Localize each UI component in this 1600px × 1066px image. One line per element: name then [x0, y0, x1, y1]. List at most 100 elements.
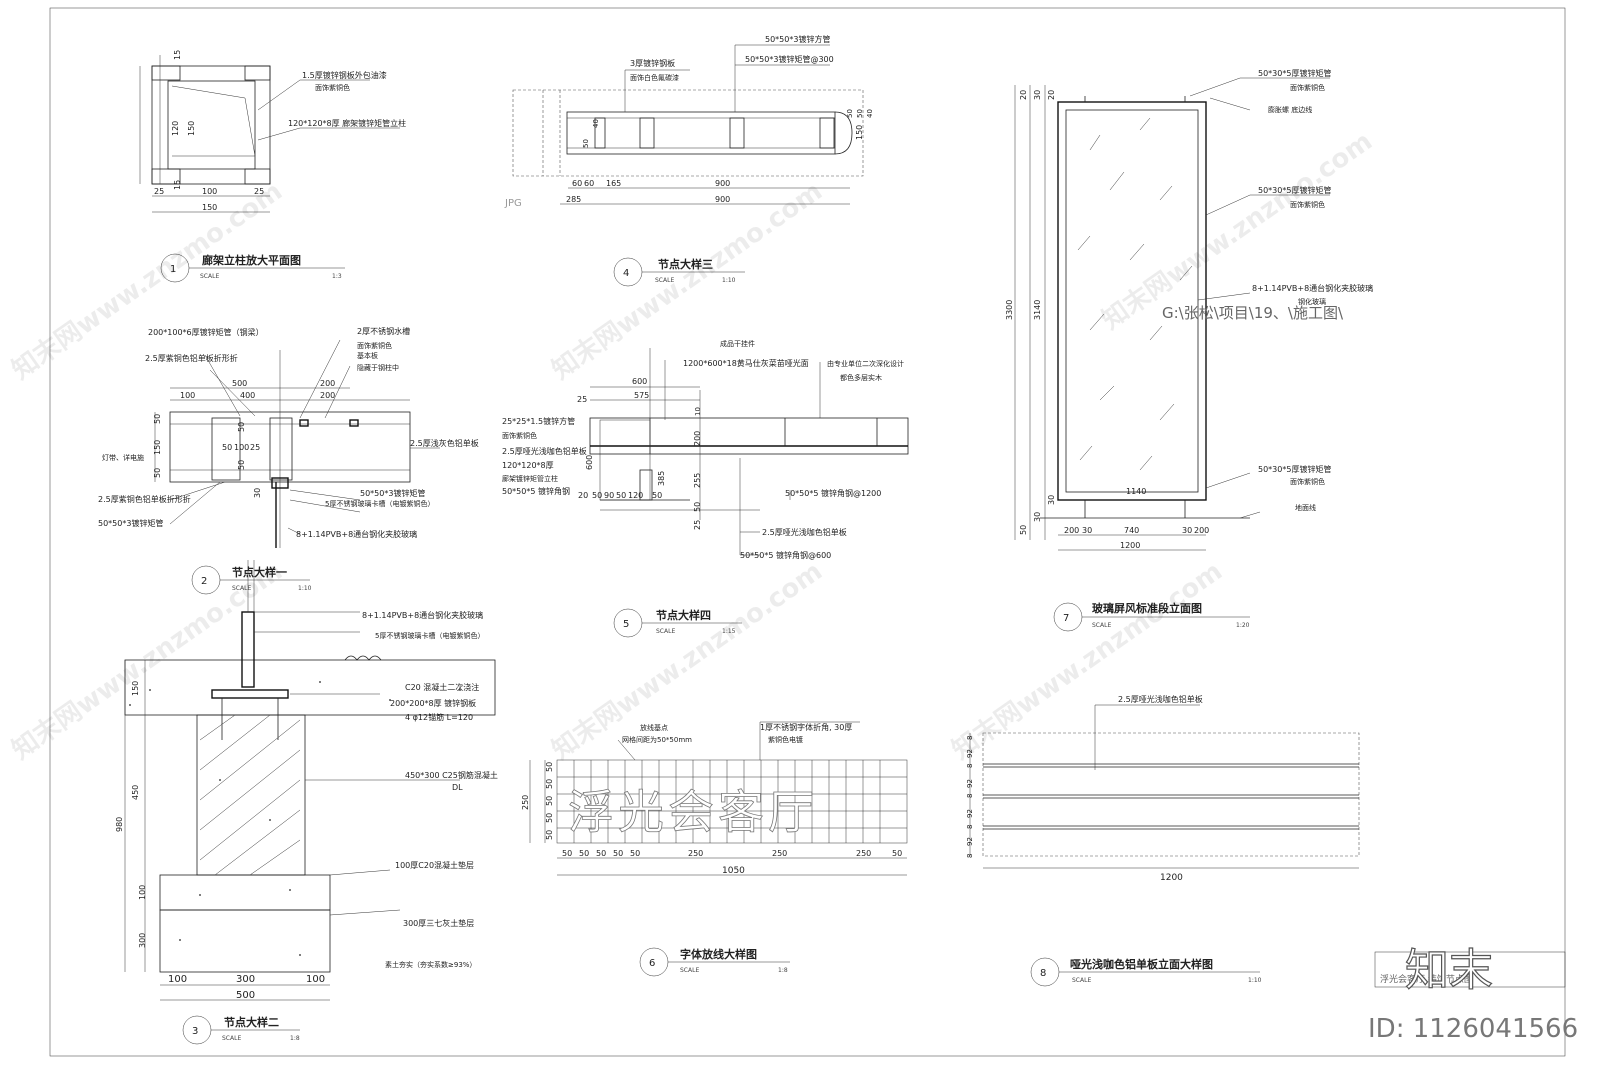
- d3-note-1: 5厚不锈钢玻璃卡槽（电镀紫铜色）: [375, 631, 484, 640]
- d8-dim-v3: 92: [966, 779, 974, 788]
- d4-dim-10: 40: [866, 109, 874, 118]
- d3-dim-v4: 300: [138, 933, 147, 948]
- d3-note-2: C20 混凝土二次浇注: [405, 682, 479, 692]
- d3-dim-v0: 150: [131, 681, 140, 696]
- d5-scale: 1:15: [722, 628, 736, 635]
- d6-note-0: 放线基点: [640, 723, 668, 732]
- d5-dim-1: 575: [634, 391, 649, 400]
- d5-dim-8: 25: [693, 520, 702, 530]
- d3-note-5: 450*300 C25钢筋混凝土: [405, 770, 498, 780]
- d8-dim-v5: 92: [966, 809, 974, 818]
- d5-dim-12: 90: [604, 491, 614, 500]
- d5-dim-6: 255: [693, 473, 702, 488]
- d7-dim-v2: 20: [1047, 90, 1056, 100]
- d7-dim-h1: 30: [1082, 526, 1092, 535]
- d7-dim-h2: 740: [1124, 526, 1139, 535]
- d2-note-5: 隐藏于钢柱中: [357, 363, 399, 372]
- d6-dim-h9: 1050: [722, 866, 745, 876]
- d2-note-12: 8+1.14PVB+8通台钢化夹胶玻璃: [296, 529, 417, 539]
- d6-dim-v0: 50: [545, 762, 554, 772]
- d2-dim-13: 30: [253, 488, 262, 498]
- title-block: 浮光会客厅 装饰节点图: [1374, 951, 1566, 988]
- d2-dim-5: 50: [153, 414, 162, 424]
- d3-dim-h0: 100: [168, 974, 187, 985]
- d6-note-3: 紫铜色电镀: [768, 735, 803, 744]
- d3-note-4: 4 φ12锚筋 L=120: [405, 712, 473, 722]
- d1-title: 廊架立柱放大平面图: [202, 253, 301, 267]
- d8-dim-v1: 92: [966, 749, 974, 758]
- d6-dim-v5: 250: [521, 795, 530, 810]
- d8-note-0: 2.5厚哑光浅咖色铝单板: [1118, 694, 1203, 704]
- d4-dim-7: 40: [592, 119, 600, 128]
- d2-dim-10: 25: [250, 443, 260, 452]
- d8-scale-label: SCALE: [1072, 977, 1091, 984]
- d5-dim-3: 10: [694, 407, 702, 416]
- d3-note-6: DL: [452, 783, 463, 792]
- d4-dim-4: 285: [566, 195, 581, 204]
- d7-note-5: 8+1.14PVB+8通台钢化夹胶玻璃: [1252, 283, 1373, 293]
- sheet-border: [49, 7, 1566, 1057]
- d5-title: 节点大样四: [656, 608, 711, 622]
- d2-note-0: 200*100*6厚镀锌矩管（钢梁）: [148, 327, 264, 337]
- d1-note-2: 120*120*8厚 廊架镀锌矩管立柱: [288, 118, 406, 128]
- d6-scale-label: SCALE: [680, 967, 699, 974]
- d7-dim-h3: 30: [1182, 526, 1192, 535]
- d5-note-10: 50*50*5 镀锌角钢@1200: [785, 488, 881, 498]
- d2-dim-7: 50: [153, 468, 162, 478]
- d8-num: 8: [1040, 968, 1046, 979]
- d2-dim-9: 100: [234, 443, 249, 452]
- d2-note-4: 基本板: [357, 351, 378, 360]
- d4-stamp: JPG: [504, 198, 522, 209]
- d3-dim-v2: 980: [115, 817, 124, 832]
- d3-num: 3: [192, 1026, 198, 1037]
- d5-dim-2: 25: [577, 395, 587, 404]
- d3-scale-label: SCALE: [222, 1035, 241, 1042]
- d4-dim-0: 60: [572, 179, 582, 188]
- d6-dim-v3: 50: [545, 813, 554, 823]
- d1-dim-h3: 150: [202, 203, 217, 212]
- d4-note-1: 面饰白色氟碳漆: [630, 73, 679, 82]
- detail-8: 2.5厚哑光浅咖色铝单板 8 92 8 92 8 92 8 92 8 1200 …: [966, 694, 1360, 987]
- d4-note-2: 50*50*3镀锌方管: [765, 34, 830, 44]
- d4-dim-2: 165: [606, 179, 621, 188]
- d4-dim-11: 150: [855, 125, 864, 140]
- d1-scale: 1:3: [332, 273, 342, 280]
- d1-dim-h1: 100: [202, 187, 217, 196]
- d5-note-5: 面饰紫铜色: [502, 431, 537, 440]
- d5-dim-11: 50: [592, 491, 602, 500]
- d8-dim-v4: 8: [966, 794, 974, 798]
- d2-note-6: 灯带、详电施: [102, 453, 144, 462]
- d6-dim-h8: 50: [892, 849, 902, 858]
- d6-title: 字体放线大样图: [680, 947, 757, 961]
- title-block-text: 浮光会客厅 装饰节点图: [1380, 973, 1473, 985]
- d7-dim-v6: 50: [1019, 525, 1028, 535]
- d5-dim-4: 200: [693, 431, 702, 446]
- d3-dim-h3: 500: [236, 990, 255, 1001]
- d5-dim-15: 50: [652, 491, 662, 500]
- d2-dim-8: 50: [222, 443, 232, 452]
- d3-dim-v3: 100: [138, 885, 147, 900]
- d5-note-12: 50*50*5 镀锌角钢@600: [740, 550, 831, 560]
- d5-note-6: 2.5厚哑光浅咖色铝单板: [502, 446, 587, 456]
- d7-path-text: G:\张松\项目\19、\施工图\: [1162, 304, 1344, 322]
- d7-note-0: 50*30*5厚镀锌矩管: [1258, 68, 1331, 78]
- d6-dim-v1: 50: [545, 779, 554, 789]
- d7-dim-h4: 200: [1194, 526, 1209, 535]
- d3-title: 节点大样二: [224, 1015, 279, 1029]
- d3-note-3: 200*200*8厚 镀锌钢板: [390, 698, 476, 708]
- d7-dim-v4: 3140: [1033, 300, 1042, 320]
- d5-num: 5: [623, 619, 629, 630]
- d6-dim-h7: 250: [856, 849, 871, 858]
- d8-dim-v0: 8: [966, 736, 974, 740]
- d5-note-11: 2.5厚哑光浅咖色铝单板: [762, 527, 847, 537]
- d5-note-3: 都色多层实木: [840, 373, 882, 382]
- detail-5: 成品干挂件 1200*600*18黄马仕灰菜苗哑光面 由专业单位二次深化设计 都…: [502, 339, 909, 638]
- d2-note-9: 5厚不锈钢玻璃卡槽（电镀紫铜色）: [325, 499, 434, 508]
- d6-dim-h1: 50: [579, 849, 589, 858]
- d4-scale: 1:10: [722, 277, 736, 284]
- detail-1: 1.5厚镀锌钢板外包油漆 面饰紫铜色 120*120*8厚 廊架镀锌矩管立柱 2…: [139, 50, 406, 283]
- d4-dim-5: 900: [715, 195, 730, 204]
- d6-note-1: 网格间距为50*50mm: [622, 735, 692, 744]
- d1-note-0: 1.5厚镀锌钢板外包油漆: [302, 70, 387, 80]
- d3-note-8: 300厚三七灰土垫层: [403, 918, 474, 928]
